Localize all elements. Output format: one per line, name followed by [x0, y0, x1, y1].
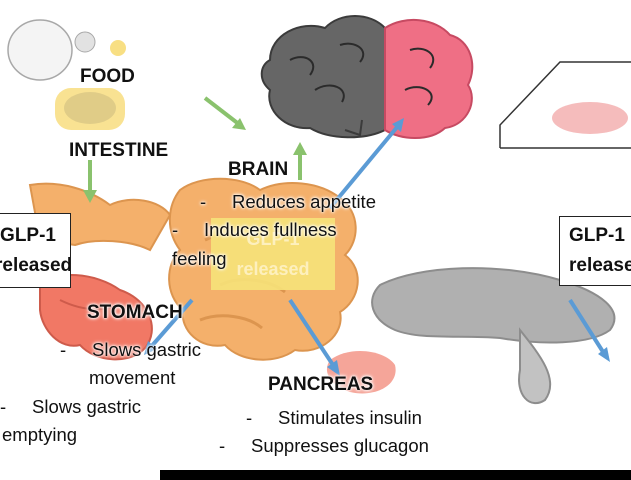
- person-eating-icon: [7, 19, 126, 130]
- glp1-right-line2: released: [569, 255, 631, 276]
- brain-effect-2: -Induces fullness: [172, 219, 337, 240]
- center-sign-line2: released: [236, 259, 310, 279]
- brain-illustration: [260, 15, 474, 139]
- stomach-effect-2: -Slows gastric: [0, 396, 141, 417]
- pancreas-label: PANCREAS: [268, 374, 374, 395]
- brain-effect-1: -Reduces appetite: [200, 191, 376, 212]
- glp1-released-box-left: GLP-1 released: [0, 213, 71, 288]
- food-label: FOOD: [80, 66, 135, 87]
- bottom-bar: [160, 470, 631, 480]
- pancreas-effect-1: -Stimulates insulin: [246, 407, 422, 428]
- stomach-effect-1-cont: movement: [89, 367, 176, 388]
- glp1-right-line1: GLP-1: [569, 225, 625, 246]
- right-panel-illustration: [499, 61, 631, 149]
- stomach-label: STOMACH: [87, 302, 183, 323]
- center-glp1-sign: GLP-1 released: [211, 218, 335, 290]
- stomach-illustration: [39, 274, 153, 361]
- glp1-left-line2: released: [0, 255, 71, 276]
- stomach-effect-2-cont: emptying: [2, 424, 78, 445]
- stomach-effect-1: -Slows gastric: [60, 339, 201, 360]
- glp1-released-box-right: GLP-1 released: [559, 216, 631, 286]
- intestine-label: INTESTINE: [69, 140, 169, 161]
- brain-effect-2-cont: feeling: [172, 248, 227, 269]
- center-sign-line1: GLP-1: [246, 229, 300, 249]
- arrows: [83, 96, 610, 376]
- pancreas-effect-2: -Suppresses glucagon: [219, 435, 429, 456]
- pancreas-illustration: [326, 267, 616, 405]
- brain-label: BRAIN: [228, 159, 289, 180]
- glp1-left-line1: GLP-1: [0, 225, 56, 246]
